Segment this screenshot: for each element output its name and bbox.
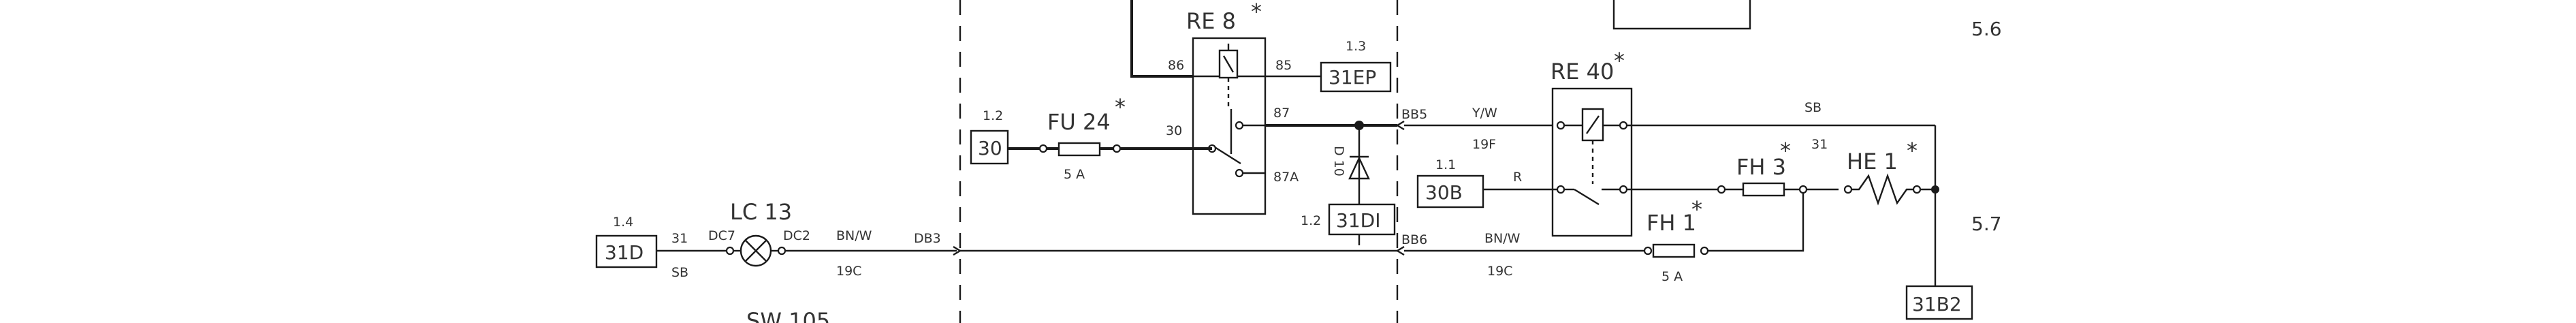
fh1-wire-up [1708, 193, 1804, 252]
re8-label: RE 8 [1186, 8, 1236, 34]
bb6-connector [1395, 245, 1405, 256]
lc13-wire-color: BN/W [836, 228, 872, 243]
fh3-fuse [1742, 182, 1785, 197]
fh3-terminal-a [1717, 185, 1726, 194]
fh1-fuse [1652, 243, 1696, 258]
diode-conn-label: 31DI [1336, 209, 1380, 232]
lc13-conn-label: 31D [605, 241, 643, 264]
fu24-fuse [1058, 142, 1101, 157]
re40-contact-in [1556, 185, 1565, 194]
he1-heater [1851, 173, 1913, 206]
fh3-star: * [1780, 138, 1791, 164]
lc13-label: LC 13 [730, 199, 792, 225]
bb5-connector [1395, 120, 1405, 131]
fu24-star: * [1115, 94, 1126, 120]
fh3-pin: 31 [1811, 137, 1828, 152]
diode-conn-box [1328, 203, 1396, 236]
sheet-ref-5-7: 5.7 [1971, 213, 2002, 235]
fu24-terminal-a [1038, 144, 1048, 153]
fu24-sheet-ref: 1.2 [983, 108, 1003, 123]
bb5-label: BB5 [1401, 107, 1427, 122]
fh1-terminal-a [1643, 246, 1653, 256]
diode-symbol [1348, 155, 1370, 180]
lc13-pin: 31 [671, 231, 688, 246]
fh1-terminal-b [1700, 246, 1709, 256]
re8-contact-87a [1235, 168, 1244, 178]
fh3-terminal-b [1798, 185, 1808, 194]
sheet-ref-5-6: 5.6 [1971, 18, 2002, 40]
lc13-dc2-label: DC2 [783, 228, 810, 243]
re40-switch-blade [1574, 188, 1600, 206]
fu24-conn-box [970, 129, 1009, 165]
re8-coil-mark [1222, 44, 1235, 73]
re40-conn-label: 30B [1425, 181, 1463, 204]
bb6-wire-id: 19C [1487, 264, 1512, 279]
re8-conn-label: 31EP [1329, 66, 1376, 89]
fu24-pin-30: 30 [1166, 123, 1182, 138]
fh1-star: * [1691, 196, 1702, 222]
re8-sheet-ref: 1.3 [1346, 39, 1366, 54]
re40-star: * [1614, 48, 1625, 74]
re40-contact-out [1619, 185, 1628, 194]
lc13-terminal-b [777, 246, 786, 256]
re40-sheet-ref: 1.1 [1435, 157, 1456, 172]
re40-label: RE 40 [1551, 59, 1614, 84]
bb5-wire-color: Y/W [1472, 106, 1497, 121]
lc13-sheet-ref: 1.4 [613, 215, 633, 230]
fu24-terminal-b [1112, 144, 1122, 153]
sw105-label: SW 105 [746, 308, 830, 323]
re8-feed-wire [1130, 0, 1193, 78]
diode-sheet-ref: 1.2 [1301, 213, 1321, 228]
bb6-label: BB6 [1401, 232, 1427, 247]
re8-pin-85: 85 [1275, 58, 1292, 73]
lc13-dc7-label: DC7 [708, 228, 735, 243]
lc13-lamp-cross [745, 240, 767, 262]
re40-coil-mark [1586, 115, 1600, 134]
lc13-conn-box [595, 234, 658, 268]
he1-star: * [1907, 138, 1918, 164]
lc13-wire-label: SB [671, 265, 688, 280]
re8-switch-blade [1214, 146, 1241, 165]
re8-star: * [1251, 0, 1262, 25]
re40-pin-out [1619, 121, 1628, 130]
he1-label: HE 1 [1847, 149, 1898, 174]
he1-wire-label: SB [1804, 100, 1822, 115]
fh3-label: FH 3 [1736, 154, 1786, 180]
he1-terminal-b [1912, 185, 1922, 194]
re40-pin-in [1556, 121, 1565, 130]
ground-conn-label: 31B2 [1912, 293, 1962, 316]
re8-pin-87a: 87A [1273, 170, 1299, 185]
re8-contact-87 [1235, 121, 1244, 130]
he1-terminal-a [1843, 185, 1853, 194]
junction-ground [1931, 185, 1939, 194]
re8-pin-87: 87 [1273, 106, 1290, 121]
upper-connector-box [1612, 0, 1751, 30]
fu24-conn-label: 30 [978, 137, 1002, 159]
re40-wire-label: R [1513, 170, 1522, 185]
bb5-wire-id: 19F [1472, 137, 1496, 152]
ground-conn-box [1905, 285, 1973, 320]
db3-label: DB3 [914, 231, 941, 246]
lc13-wire-id: 19C [836, 264, 861, 279]
re40-conn-box [1416, 174, 1484, 209]
fh1-rating: 5 A [1661, 269, 1683, 284]
lc13-terminal-a [725, 246, 735, 256]
bb6-wire-color: BN/W [1484, 231, 1521, 246]
fh1-label: FH 1 [1647, 210, 1696, 236]
diode-label: D 10 [1331, 146, 1346, 176]
re8-pin-86: 86 [1168, 58, 1184, 73]
fu24-rating: 5 A [1064, 167, 1085, 182]
fu24-label: FU 24 [1047, 109, 1111, 135]
re8-conn-box [1320, 61, 1392, 93]
